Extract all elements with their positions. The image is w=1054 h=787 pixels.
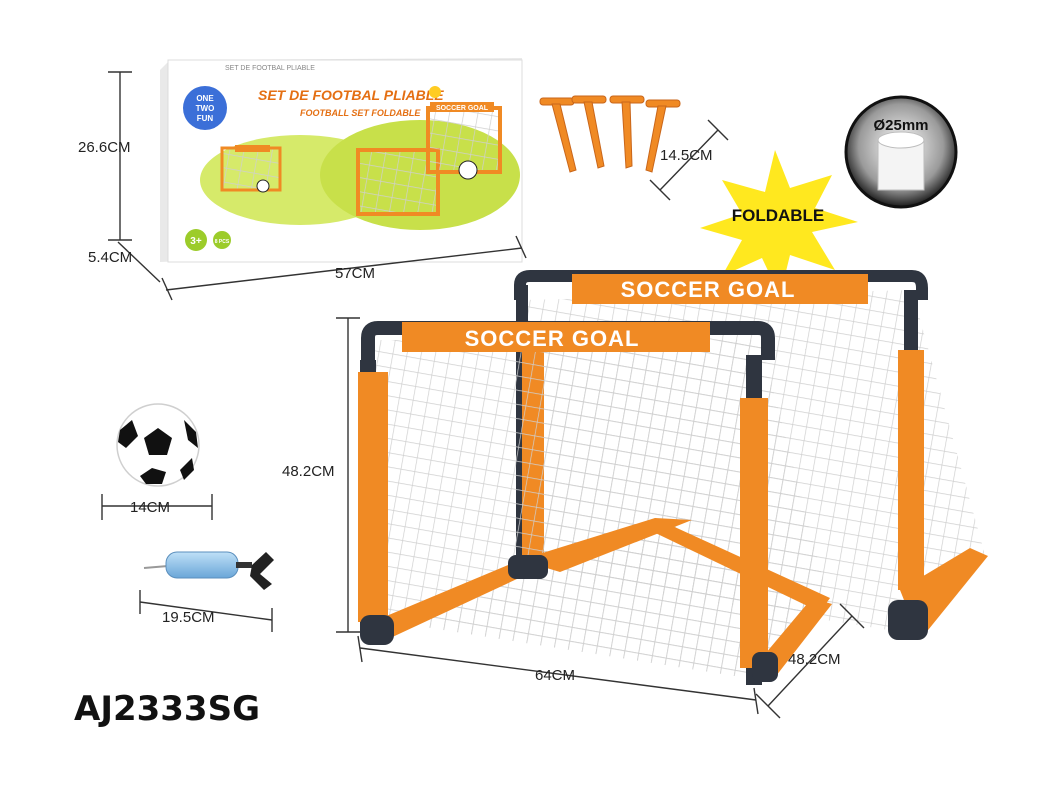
back-goal-banner-text: SOCCER GOAL [621, 277, 796, 302]
front-goal-base-right [760, 598, 832, 676]
brand-line-1: ONE [196, 94, 214, 103]
front-goal-sleeve-left [358, 372, 388, 622]
stake-length-label: 14.5CM [660, 147, 713, 164]
stake-2 [571, 95, 607, 169]
foldable-burst: FOLDABLE [700, 150, 858, 296]
stake-4 [645, 99, 681, 173]
box-mini-banner: SOCCER GOAL [436, 105, 489, 112]
front-goal-base-left [372, 560, 532, 640]
ball-dimension-line [101, 494, 213, 520]
box-top-text: SET DE FOOTBAL PLIABLE [225, 65, 315, 72]
soccer-ball-icon [116, 403, 200, 487]
ball-diameter-label: 14CM [130, 499, 170, 516]
box-title-en: FOOTBALL SET FOLDABLE [300, 108, 421, 118]
brand-line-3: FUN [197, 114, 214, 123]
pump-dimension-line [139, 590, 273, 632]
stake-dimension-line [649, 119, 729, 201]
box-mini-goal-large: SOCCER GOAL [356, 102, 502, 216]
goal-depth-label: 48.2CM [788, 651, 841, 668]
age-label: 3+ [190, 236, 202, 247]
tube-inset: Ø25mm [844, 95, 958, 209]
foldable-label: FOLDABLE [732, 206, 825, 225]
box-depth-label: 5.4CM [88, 249, 132, 266]
tube-diameter-label: Ø25mm [873, 117, 928, 134]
stake-3 [609, 95, 645, 169]
front-goal: SOCCER GOAL [358, 321, 832, 685]
air-pump-icon [143, 551, 274, 590]
goal-dimension-lines [336, 317, 865, 719]
age-badge [185, 229, 207, 251]
pump-length-label: 19.5CM [162, 609, 215, 626]
brand-logo [183, 86, 227, 130]
box-dimension-lines [108, 71, 527, 301]
front-goal-sleeve-right [740, 398, 768, 668]
model-number: AJ2333SG [74, 689, 260, 729]
box-title-fr: SET DE FOOTBAL PLIABLE [258, 87, 444, 103]
ground-stakes [539, 95, 681, 173]
pcs-badge [213, 231, 231, 249]
front-goal-base-back [520, 518, 692, 572]
back-goal-banner [572, 274, 868, 304]
goal-width-label: 64CM [535, 667, 575, 684]
box-mini-goal-small [220, 145, 282, 193]
box-height-label: 26.6CM [78, 139, 131, 156]
back-goal-sleeve-right [898, 350, 924, 590]
box-width-label: 57CM [335, 265, 375, 282]
front-goal-banner-text: SOCCER GOAL [465, 326, 640, 351]
stake-1 [539, 97, 577, 173]
product-box: ONE TWO FUN SET DE FOOTBAL PLIABLE FOOTB… [160, 58, 523, 263]
brand-line-2: TWO [196, 104, 215, 113]
sun-icon [429, 86, 441, 98]
goal-height-label: 48.2CM [282, 463, 335, 480]
pcs-label: 8 PCS [215, 239, 230, 245]
front-goal-banner [402, 322, 710, 352]
